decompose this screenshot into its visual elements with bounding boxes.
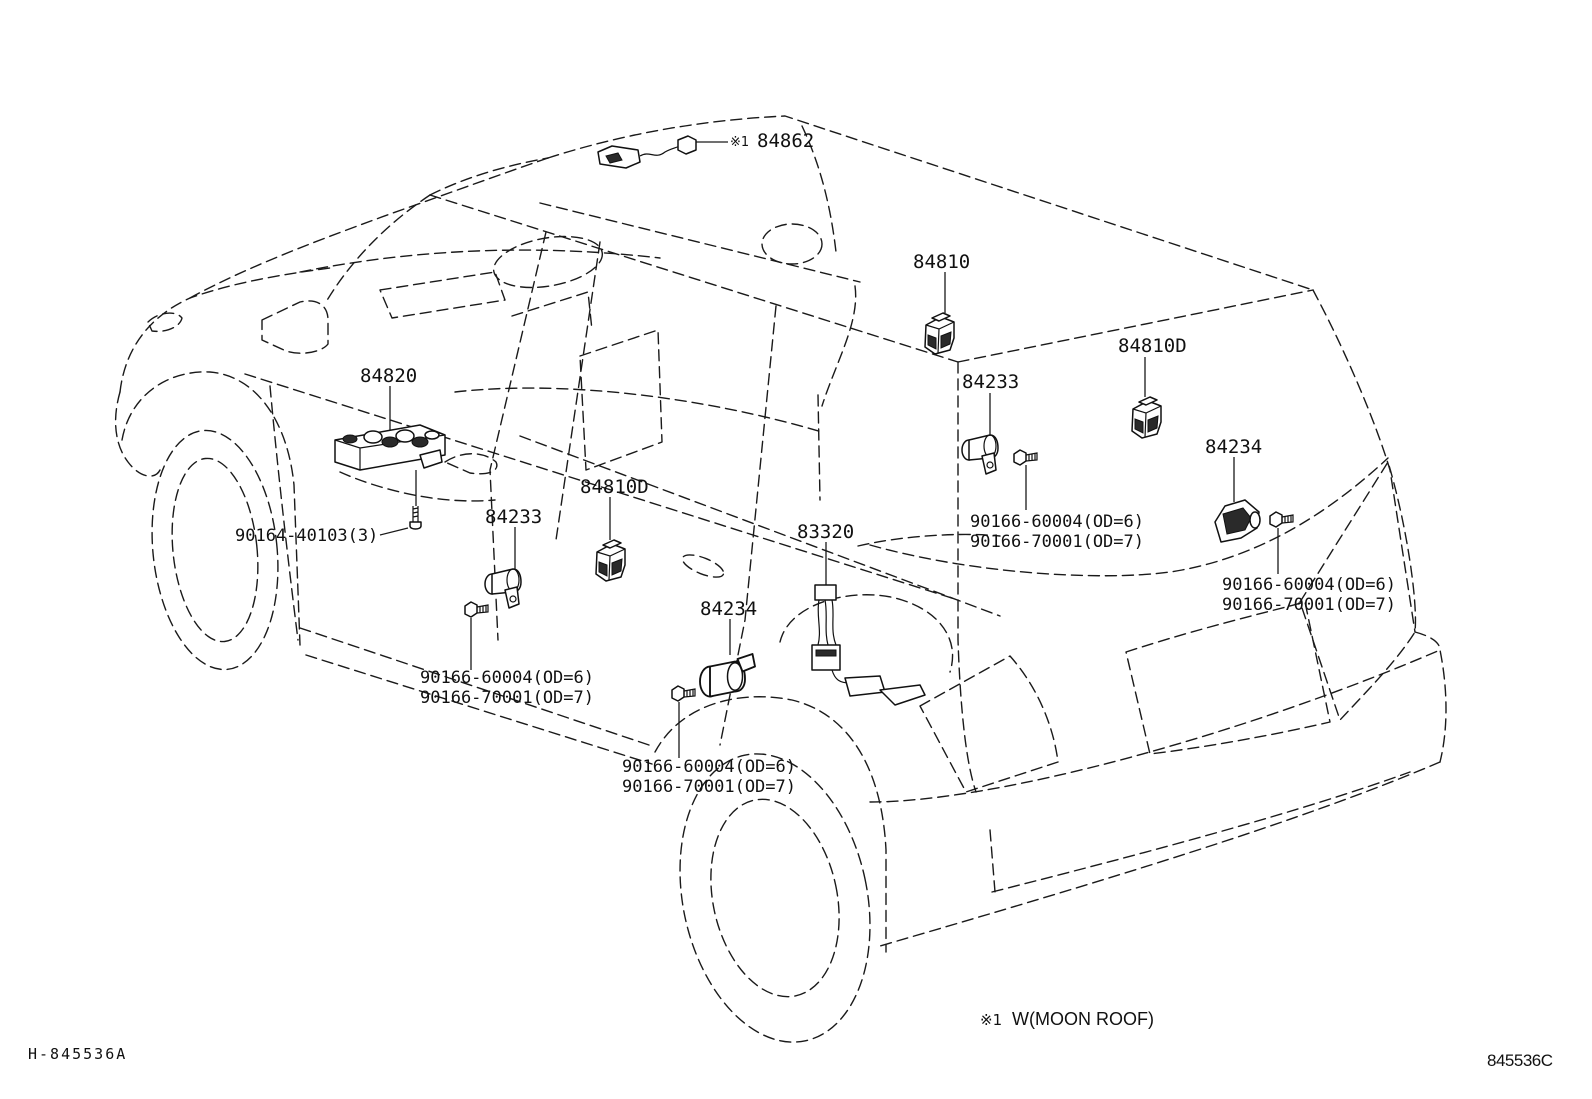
front-tire	[151, 429, 279, 671]
headlamp	[147, 312, 183, 333]
rear-headrest	[761, 223, 823, 265]
part-number-label: 84862	[757, 130, 814, 152]
near-a-pillar	[325, 194, 431, 303]
rear-bumper-lower-line	[991, 771, 1411, 893]
front-door-front-edge	[269, 385, 299, 641]
rear-wheel-arch	[654, 696, 887, 953]
far-belt-line	[454, 387, 823, 433]
part-number-label: 84810	[913, 251, 970, 273]
rear-tire	[679, 753, 871, 1043]
catalog-code: 845536C	[1487, 1051, 1553, 1070]
bolt-number-label: 90166-70001(OD=7)	[420, 688, 594, 708]
bolt-number-label: 90166-60004(OD=6)	[622, 757, 796, 777]
door-pull	[444, 453, 498, 475]
rear-door-edge	[817, 394, 821, 501]
courtesy-switch-part	[699, 653, 756, 698]
bolt-number-label: 90166-60004(OD=6)	[970, 512, 1144, 532]
rear-bumper-inner-line	[989, 829, 996, 893]
rear-door-handle	[681, 554, 725, 578]
cargo-floor-contour	[779, 594, 954, 673]
bolt-part	[1269, 511, 1294, 528]
dashboard-visor	[379, 271, 506, 319]
bolt-part	[671, 685, 696, 702]
footnote-reference-mark: ※1	[730, 135, 749, 150]
part-number-label: 84233	[962, 371, 1019, 393]
part-number-label: 84234	[1205, 436, 1262, 458]
cabin-floor-line	[519, 435, 1001, 617]
near-rocker-line	[305, 654, 653, 765]
far-b-pillar	[801, 125, 837, 253]
hood-near-edge	[119, 267, 331, 393]
window-switch-panel-part	[334, 424, 446, 471]
leader-line	[379, 527, 409, 536]
front-bumper	[114, 391, 161, 477]
roof-far-edge	[547, 115, 1314, 291]
roof-near-edge	[429, 194, 959, 363]
roof-rear-edge	[957, 289, 1314, 363]
door-switch-part	[924, 312, 955, 355]
front-seat-frame	[511, 291, 593, 331]
door-switch-part	[1131, 396, 1162, 439]
hatch-near-edge	[957, 361, 977, 793]
side-mirror	[261, 300, 329, 354]
rear-bumper-bottom	[879, 761, 1441, 947]
part-number-label: 84820	[360, 365, 417, 387]
courtesy-switch-part	[961, 434, 999, 475]
part-number-label: 84234	[700, 598, 757, 620]
illustration-code: H-845536A	[28, 1045, 127, 1063]
bolt-number-label: 90166-70001(OD=7)	[1222, 595, 1396, 615]
near-tail-lamp	[919, 655, 1059, 793]
part-number-label: 84233	[485, 506, 542, 528]
far-a-pillar	[189, 157, 549, 299]
bolt-part	[464, 601, 489, 618]
rear-wheel-hub	[710, 798, 840, 998]
door-switch-part	[595, 539, 626, 582]
door-pocket	[339, 471, 496, 502]
license-plate-recess	[1125, 601, 1331, 755]
near-belt-line	[244, 373, 959, 601]
front-headrest	[492, 235, 604, 289]
hatch-far-edge	[1312, 289, 1416, 633]
front-seat-back	[579, 329, 663, 471]
windshield-top-edge	[429, 157, 549, 196]
rear-bumper-top	[869, 649, 1441, 803]
footnote-text: W(MOON ROOF)	[1012, 1009, 1154, 1029]
roof-inner-line	[539, 202, 861, 283]
far-body-line	[857, 533, 1001, 547]
courtesy-switch-part	[1214, 499, 1261, 543]
bolt-number-label: 90166-70001(OD=7)	[622, 777, 796, 797]
part-number-label: 84810D	[1118, 335, 1187, 357]
near-sill-line	[299, 627, 653, 747]
bolt-number-label: 90166-70001(OD=7)	[970, 532, 1144, 552]
leader-lines	[379, 141, 1279, 758]
part-number-label: 84810D	[580, 476, 649, 498]
vehicle-phantom-outline	[114, 115, 1447, 1043]
courtesy-switch-part	[484, 568, 522, 609]
far-tail-lamp	[1299, 461, 1417, 721]
front-wheel-hub	[171, 457, 259, 643]
screw-part	[409, 506, 422, 530]
wire-harness-part	[811, 584, 926, 706]
rear-bumper-end	[1414, 631, 1447, 763]
screw-number-label: 90164-40103(3)	[235, 526, 378, 546]
near-c-pillar	[719, 305, 777, 746]
far-c-pillar	[821, 285, 857, 407]
roof-switch-part	[597, 135, 697, 169]
part-number-label: 83320	[797, 521, 854, 543]
bolt-part	[1013, 449, 1038, 466]
bolt-number-label: 90166-60004(OD=6)	[1222, 575, 1396, 595]
footnote-mark: ※1	[980, 1011, 1002, 1029]
bolt-number-label: 90166-60004(OD=6)	[420, 668, 594, 688]
front-wheel-arch	[121, 371, 301, 646]
dashboard	[299, 249, 661, 273]
rear-window-lower-edge	[869, 457, 1389, 577]
